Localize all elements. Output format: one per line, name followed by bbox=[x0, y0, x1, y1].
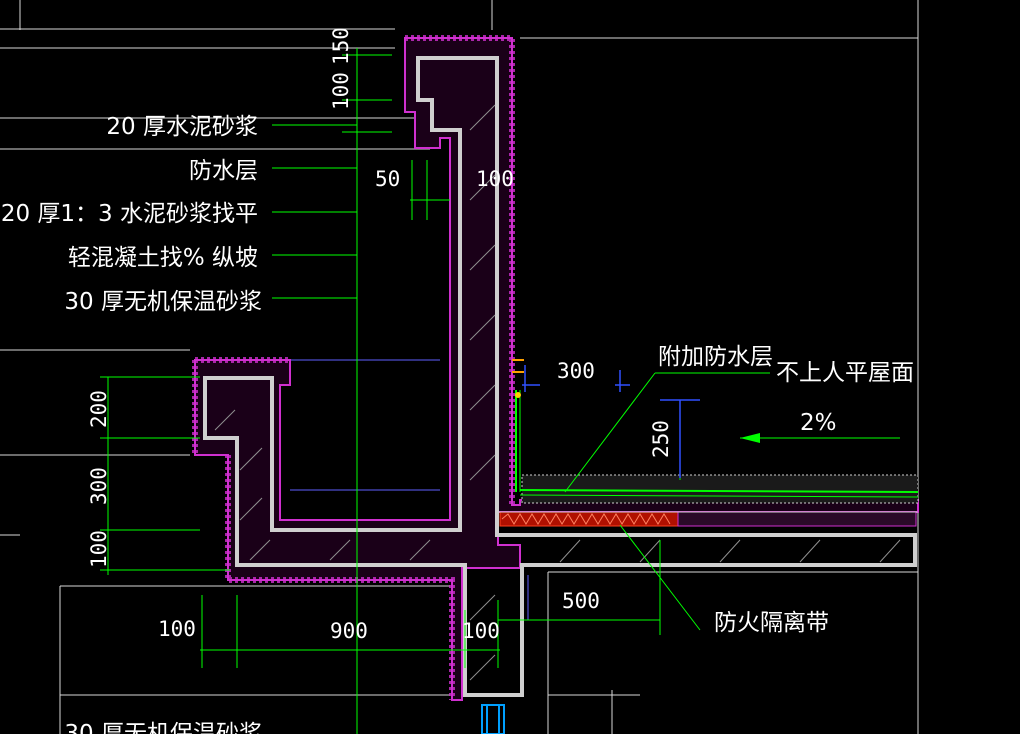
blue-dim-300 bbox=[522, 365, 700, 478]
slope-arrow bbox=[740, 433, 900, 443]
blue-guide-lines bbox=[290, 359, 529, 620]
dim-900: 900 bbox=[330, 619, 368, 643]
dim-250: 250 bbox=[649, 420, 673, 458]
roof-build-up bbox=[498, 359, 919, 527]
dim-100-bottom: 100 bbox=[87, 530, 111, 568]
concrete-hatch bbox=[214, 104, 901, 681]
layer-leaders bbox=[272, 124, 770, 631]
dim-150: 150 bbox=[329, 27, 353, 65]
label-cement-mortar: 20 厚水泥砂浆 bbox=[106, 114, 258, 140]
label-insulation-mortar: 30 厚无机保温砂浆 bbox=[64, 289, 262, 315]
label-insulation-mortar-cut: 30 厚无机保温砂浆 bbox=[64, 721, 262, 734]
dim-100-column: 100 bbox=[462, 619, 500, 643]
label-leveling-layer: 20 厚1：3 水泥砂浆找平 bbox=[1, 201, 258, 227]
label-roof-type: 不上人平屋面 bbox=[776, 360, 914, 386]
dim-100-top: 100 bbox=[329, 72, 353, 110]
parapet-concrete bbox=[203, 56, 917, 697]
label-slope: 2% bbox=[800, 410, 837, 436]
dim-300-horizontal: 300 bbox=[557, 359, 595, 383]
reference-lines bbox=[0, 0, 919, 734]
downpipe bbox=[481, 704, 505, 734]
dim-300-vertical: 300 bbox=[87, 467, 111, 505]
dim-100-wall: 100 bbox=[476, 167, 514, 191]
label-waterproof-layer: 防水层 bbox=[189, 158, 258, 184]
label-extra-waterproof: 附加防水层 bbox=[658, 344, 773, 370]
dim-200: 200 bbox=[87, 390, 111, 428]
dim-500: 500 bbox=[562, 589, 600, 613]
dim-50: 50 bbox=[375, 167, 400, 191]
label-fire-band: 防火隔离带 bbox=[714, 610, 829, 636]
dim-100-left: 100 bbox=[158, 617, 196, 641]
label-slope-concrete: 轻混凝土找% 纵坡 bbox=[68, 245, 258, 271]
